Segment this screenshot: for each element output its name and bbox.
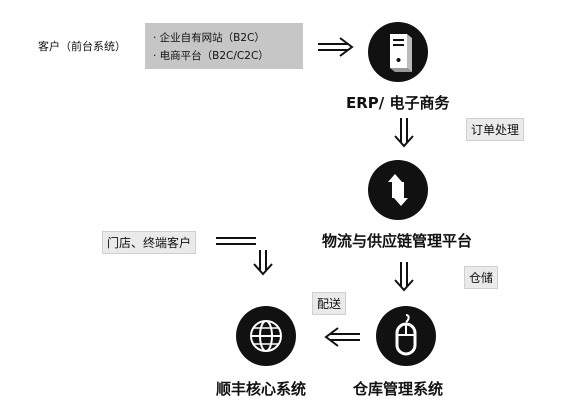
store-connector-icon	[216, 237, 273, 276]
channel-item-ecommerce: · 电商平台（B2C/C2C）	[153, 50, 269, 62]
mouse-icon	[395, 314, 417, 356]
double-down-arrow-icon	[394, 262, 414, 292]
up-down-arrows-icon	[388, 174, 408, 206]
globe-icon	[250, 320, 282, 352]
erp-label: ERP/ 电子商务	[346, 94, 450, 112]
storage-tag: 仓储	[464, 266, 499, 289]
channel-item-own-site: · 企业自有网站（B2C）	[153, 32, 265, 44]
store-customer-label: 门店、终端客户	[102, 231, 197, 254]
customer-label: 客户（前台系统）	[38, 40, 126, 53]
double-down-arrow-icon	[394, 118, 414, 148]
double-left-arrow-icon	[324, 327, 360, 347]
delivery-tag: 配送	[312, 292, 347, 315]
sf-label: 顺丰核心系统	[216, 380, 307, 398]
channel-box: · 企业自有网站（B2C） · 电商平台（B2C/C2C）	[145, 23, 303, 69]
logistics-label: 物流与供应链管理平台	[322, 232, 473, 250]
server-icon	[390, 34, 412, 72]
double-right-arrow-icon	[318, 37, 354, 57]
order-processing-tag: 订单处理	[466, 118, 525, 141]
warehouse-label: 仓库管理系统	[353, 380, 444, 398]
